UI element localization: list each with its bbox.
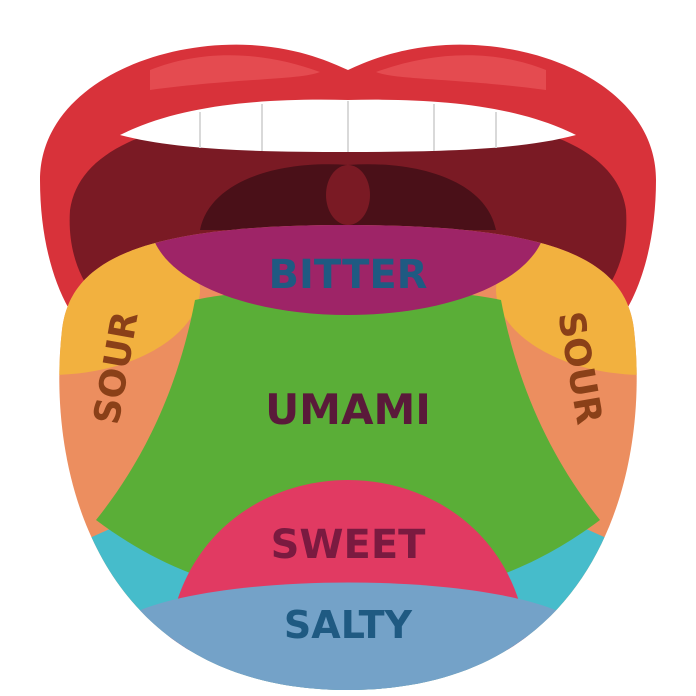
label-salty: SALTY: [284, 603, 413, 647]
teeth-gaps: [199, 101, 497, 152]
tongue: [59, 225, 637, 690]
label-bitter: BITTER: [269, 252, 428, 298]
upper-lip-highlight: [150, 55, 546, 90]
label-sweet: SWEET: [271, 522, 427, 568]
region-bitter: [150, 225, 546, 315]
uvula: [326, 165, 370, 225]
region-umami: [96, 288, 600, 600]
label-umami: UMAMI: [265, 385, 431, 434]
